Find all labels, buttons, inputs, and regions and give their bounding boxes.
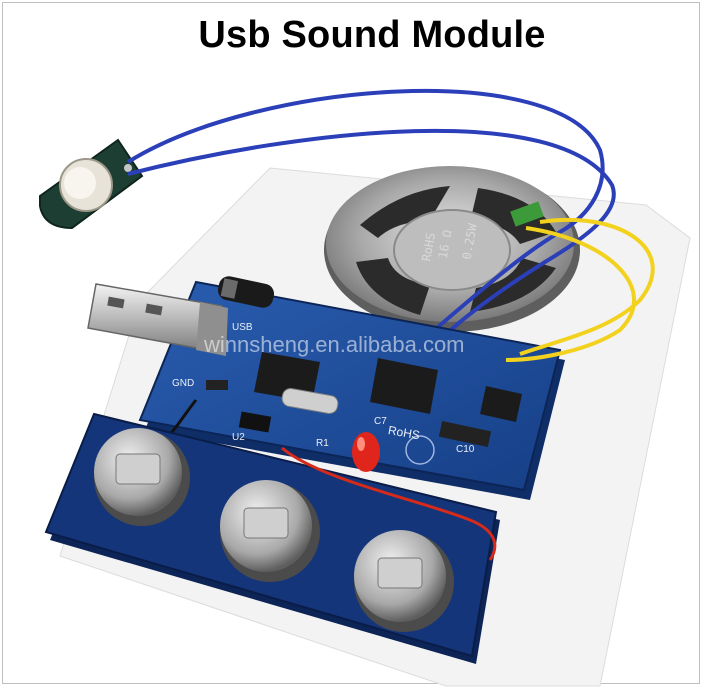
blue-wire-1 (126, 88, 605, 334)
yellow-wire-2 (519, 217, 655, 356)
coin-cell-holder-2 (220, 480, 320, 582)
speaker-label-impedance: 16 Ω (436, 229, 455, 260)
red-wire (281, 446, 497, 561)
battery-board (44, 412, 500, 664)
speaker: RoHS 16 Ω 0.25W (324, 166, 580, 332)
silk-gnd: GND (172, 378, 194, 389)
push-button-board (39, 138, 144, 230)
silk-usb: USB (232, 322, 253, 333)
silk-c7: C7 (374, 416, 387, 427)
blue-wire-2 (127, 128, 616, 342)
diode (206, 380, 228, 390)
silk-c10: C10 (456, 444, 475, 455)
ic-chip-3 (480, 386, 522, 422)
main-pcb: GND USB RoHS U2 R1 C7 C10 (138, 280, 565, 500)
silk-rohs: RoHS (387, 423, 421, 442)
usb-plug (87, 283, 228, 356)
silk-r1: R1 (316, 438, 329, 449)
u2-chip (238, 411, 272, 433)
crystal (281, 388, 339, 414)
logo-mark (405, 435, 435, 465)
coin-cell-holder-3 (354, 530, 454, 632)
yellow-wire-1 (505, 226, 636, 362)
ic-chip-1 (254, 352, 320, 402)
silk-u2: U2 (232, 432, 245, 443)
speaker-terminal (510, 201, 544, 227)
capacitor-c10 (438, 420, 492, 448)
page-title: Usb Sound Module (198, 14, 546, 56)
red-led (352, 432, 380, 472)
speaker-label-rohs: RoHS (419, 232, 438, 263)
electrolytic-capacitor (217, 276, 275, 308)
speaker-label-power: 0.25W (460, 222, 480, 261)
coin-cell-holder-1 (94, 428, 190, 526)
ic-chip-2 (370, 358, 438, 414)
watermark: winnsheng.en.alibaba.com (203, 332, 465, 357)
